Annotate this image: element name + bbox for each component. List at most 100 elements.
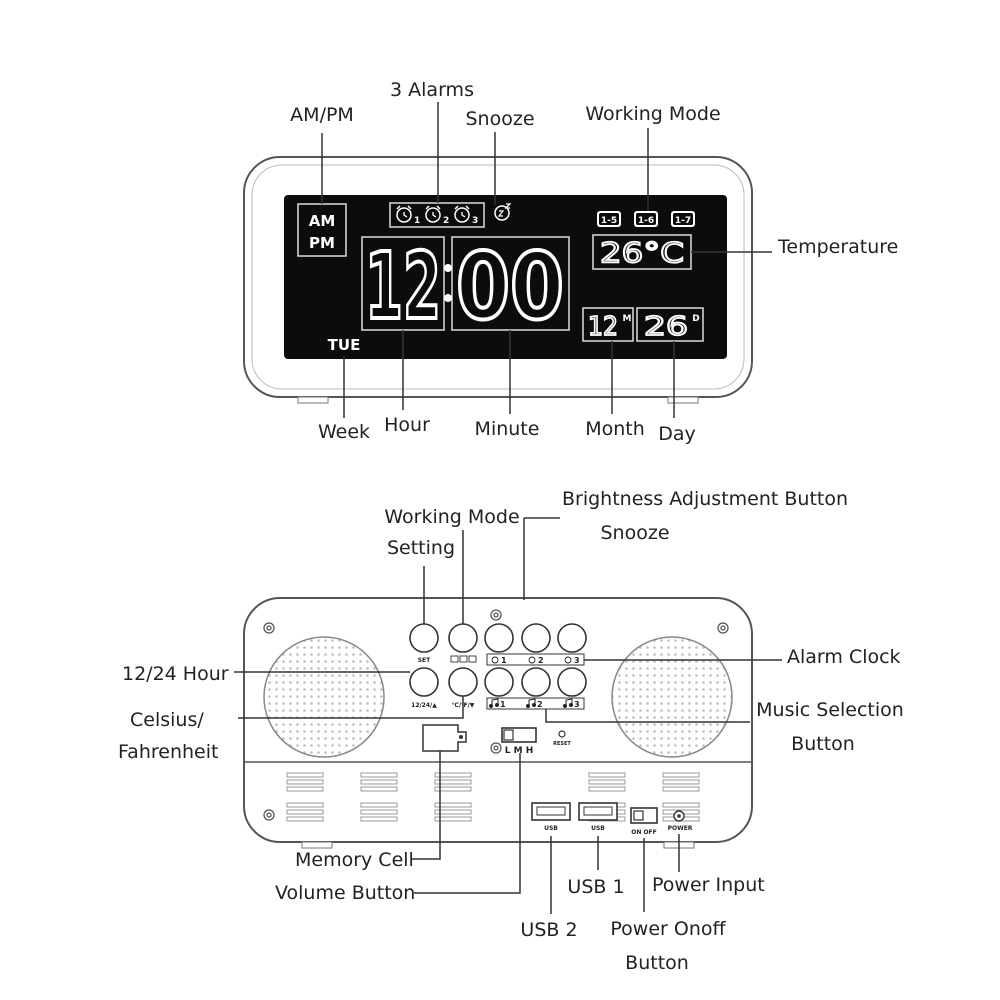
music-1-label: 1 — [500, 700, 506, 709]
music-labels-bar — [486, 697, 585, 710]
am-text: AM — [309, 212, 336, 230]
left-speaker-grill — [263, 636, 385, 758]
label-memory-cell: Memory Cell — [295, 849, 414, 871]
front-view: AM PM 1 2 3 — [243, 102, 772, 418]
colon-top — [444, 264, 452, 272]
mode-1-7-icon: 1-7 — [671, 211, 695, 227]
right-speaker-grill — [611, 636, 733, 758]
label-am-pm: AM/PM — [290, 104, 354, 126]
label-celsius: Celsius/ — [130, 709, 204, 731]
front-foot-left — [297, 396, 329, 404]
music-2-label: 2 — [537, 700, 543, 709]
usb-1-label: USB — [591, 825, 605, 832]
working-mode-button[interactable] — [448, 623, 478, 653]
label-fahrenheit: Fahrenheit — [118, 741, 219, 763]
label-music-button: Button — [791, 733, 855, 755]
label-power-onoff: Power Onoff — [610, 918, 726, 940]
label-power-button: Button — [625, 952, 689, 974]
back-buttons — [409, 623, 587, 697]
music-3-button[interactable] — [557, 667, 587, 697]
label-usb-2: USB 2 — [520, 919, 578, 941]
svg-text:1-6: 1-6 — [638, 216, 654, 226]
label-snooze-back: Snooze — [600, 522, 670, 544]
label-week: Week — [317, 421, 371, 443]
hour-1224-button[interactable] — [409, 667, 439, 697]
lcd-screen — [284, 195, 727, 359]
alarms-box — [389, 202, 485, 228]
back-view: SET 12/24/▲ ℃/℉/▼ 1 2 3 1 2 3 — [234, 517, 782, 914]
month-digits: 12 — [588, 312, 618, 342]
usb-2-label: USB — [544, 825, 558, 832]
label-3-alarms: 3 Alarms — [390, 79, 474, 101]
label-day: Day — [658, 423, 696, 445]
week-text: TUE — [328, 336, 361, 354]
label-working-mode-front: Working Mode — [585, 103, 721, 125]
volume-lmh-label: L M H — [505, 746, 534, 756]
label-setting: Setting — [386, 537, 456, 559]
music-note-icons — [489, 698, 573, 708]
music-1-button[interactable] — [484, 667, 514, 697]
pm-text: PM — [309, 234, 335, 252]
music-3-label: 3 — [574, 700, 580, 709]
usb-2-port[interactable] — [531, 802, 571, 821]
temperature-readout: 26°C — [600, 236, 684, 269]
screws — [263, 609, 729, 821]
memory-card-slot[interactable] — [422, 724, 467, 752]
snooze-icon — [494, 203, 512, 221]
label-music-selection: Music Selection — [756, 699, 904, 721]
label-temperature: Temperature — [778, 236, 899, 258]
hour-digits: 12 — [365, 233, 441, 340]
alarm-1-label: 1 — [501, 656, 507, 665]
power-input-label: POWER — [668, 825, 693, 832]
music-2-button[interactable] — [521, 667, 551, 697]
label-working-mode-back: Working Mode — [384, 506, 520, 528]
label-brightness-button: Brightness Adjustment Button — [562, 488, 849, 510]
label-usb-1: USB 1 — [567, 876, 625, 898]
alarm-1-button[interactable] — [484, 623, 514, 653]
alarm-2-label: 2 — [538, 656, 544, 665]
alarm-2-index: 2 — [443, 216, 449, 226]
set-button[interactable] — [409, 623, 439, 653]
mode-1-5-icon: 1-5 — [597, 211, 621, 227]
mode-1-6-icon: 1-6 — [634, 211, 658, 227]
front-foot-right — [667, 396, 699, 404]
alarm-1-index: 1 — [414, 216, 420, 226]
label-minute: Minute — [474, 418, 540, 440]
svg-text:1-7: 1-7 — [675, 216, 691, 226]
day-unit: D — [692, 314, 699, 324]
mode-mini-icons — [450, 655, 477, 663]
volume-switch-knob — [503, 729, 514, 741]
alarm-2-icon — [425, 205, 441, 223]
colon-bottom — [444, 294, 452, 302]
temp-unit-button[interactable] — [448, 667, 478, 697]
alarm-mini-icons — [491, 656, 572, 664]
hour-1224-label: 12/24/▲ — [411, 702, 437, 709]
label-12-24-hour: 12/24 Hour — [122, 663, 229, 685]
set-label: SET — [418, 657, 431, 664]
front-leader-lines — [321, 102, 772, 418]
usb-1-port[interactable] — [578, 802, 618, 821]
alarm-3-index: 3 — [472, 216, 478, 226]
alarm-3-button[interactable] — [557, 623, 587, 653]
alarm-2-button[interactable] — [521, 623, 551, 653]
month-box — [582, 307, 634, 342]
alarm-1-icon — [396, 205, 412, 223]
alarm-3-icon — [454, 205, 470, 223]
reset-button[interactable] — [558, 730, 566, 738]
power-switch-label: ON OFF — [631, 829, 657, 836]
minute-digits: 00 — [456, 233, 564, 340]
day-digits: 26 — [644, 312, 688, 342]
label-hour: Hour — [384, 414, 430, 436]
month-unit: M — [623, 314, 632, 324]
day-box — [636, 307, 704, 342]
label-power-input: Power Input — [652, 874, 765, 896]
reset-label: RESET — [553, 741, 571, 747]
label-volume-button: Volume Button — [275, 882, 416, 904]
svg-text:1-5: 1-5 — [601, 216, 617, 226]
label-month: Month — [585, 418, 645, 440]
label-snooze-front: Snooze — [465, 108, 535, 130]
label-alarm-clock: Alarm Clock — [787, 646, 901, 668]
alarm-3-label: 3 — [574, 656, 580, 665]
